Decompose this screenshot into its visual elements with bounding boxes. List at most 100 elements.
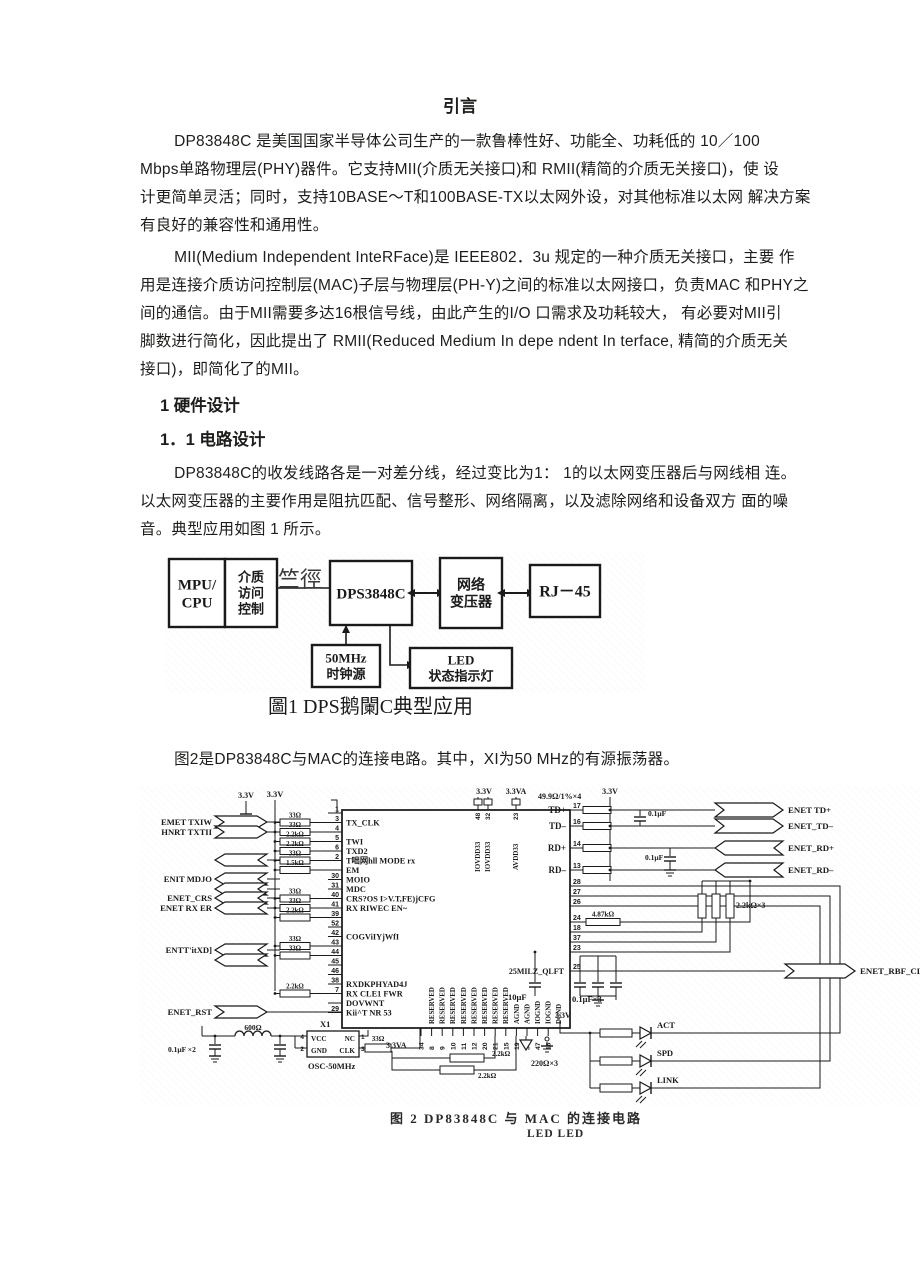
paragraph-1: DP83848C 是美国国家半导体公司生产的一款鲁棒性好、功能全、功耗低的 10…: [140, 128, 810, 240]
schematic-label: X1: [320, 1019, 330, 1029]
inductor-icon: [234, 1030, 272, 1037]
schematic-label: 0.1μF: [648, 809, 667, 818]
schematic-label: RESERVED: [461, 987, 468, 1024]
schematic-label: HNRT TXTII: [161, 827, 212, 837]
block-dps3848c: [328, 559, 414, 627]
schematic-label: EM: [346, 866, 360, 875]
junction-dot: [273, 840, 277, 843]
schematic-label: TX_CLK: [346, 818, 380, 827]
schematic-label: 3.3VA: [386, 1041, 407, 1050]
text-line: 音。典型应用如图 1 所示。: [140, 521, 331, 538]
wire: [635, 1068, 643, 1076]
resistor: [599, 1028, 633, 1038]
schematic-label: 变压器: [450, 593, 493, 610]
schematic-label: RESERVED: [429, 987, 436, 1024]
junction-dot: [748, 879, 752, 883]
schematic-label: SPD: [657, 1048, 673, 1058]
schematic-label: LED: [448, 653, 475, 668]
wire: [580, 995, 617, 1000]
schematic-label: TWI: [346, 837, 363, 846]
section-heading-1: 1 硬件设计: [160, 397, 240, 415]
schematic-label: 34: [419, 1042, 426, 1050]
schematic-label: IOGND: [546, 1001, 553, 1024]
schematic-label: IOVDD33: [474, 841, 482, 872]
schematic-label: 8: [429, 1046, 436, 1050]
schematic-label: ENET TD+: [788, 805, 831, 815]
resistor: [711, 893, 721, 919]
wire: [484, 1036, 496, 1059]
resistor: [279, 951, 311, 960]
schematic-label: RD–: [549, 865, 567, 875]
schematic-label: COGViIYjWfI: [346, 932, 399, 941]
schematic-label: 3.3V: [238, 791, 254, 800]
text-line: 以太网变压器的主要作用是阻抗匹配、信号整形、网络隔离，以及滤除网络和设备双方 面…: [140, 493, 789, 510]
junction-dot: [608, 868, 612, 872]
schematic-label: 32: [485, 812, 492, 820]
arrowhead: [407, 589, 415, 597]
wire: [389, 625, 410, 666]
schematic-label: RX RIWEC EN~: [346, 904, 408, 913]
schematic-label: 33Ω: [289, 889, 302, 896]
schematic-label: ENET_RD+: [788, 843, 834, 853]
signal-arrow: [783, 963, 857, 979]
schematic-label: 21: [493, 1042, 500, 1050]
junction-dot: [608, 808, 612, 812]
schematic-label: RD+: [548, 843, 566, 853]
schematic-label: 30: [331, 873, 339, 880]
schematic-label: TD–: [549, 821, 567, 831]
schematic-label: 31: [331, 883, 339, 890]
arrowhead: [342, 625, 350, 633]
junction-dot: [588, 1031, 592, 1035]
schematic-label: 47: [535, 1042, 542, 1050]
garbled-label: 竺徑: [278, 567, 322, 592]
resistor: [582, 866, 612, 874]
resistor: [582, 844, 612, 852]
schematic-label: 33Ω: [289, 822, 302, 829]
wire: [570, 918, 731, 953]
wire: [635, 1040, 643, 1048]
resistor: [725, 893, 735, 919]
schematic-label: CRS?OS I>V.T,FE)jCFG: [346, 894, 436, 903]
text-line: MII(Medium Independent InteRFace)是 IEEE8…: [174, 249, 795, 266]
wire: [570, 885, 841, 1034]
schematic-label: 0.1μF: [645, 853, 664, 862]
junction-dot: [278, 1034, 282, 1038]
schematic-label: 时钟源: [326, 667, 365, 682]
schematic-label: 26: [573, 899, 581, 906]
schematic-label: 4: [300, 1034, 304, 1041]
schematic-label: RXDKPHYAD4J: [346, 980, 407, 989]
schematic-label: 38: [331, 978, 339, 985]
schematic-label: 2.2kΩ: [492, 1050, 511, 1058]
schematic-label: 6: [335, 845, 339, 852]
schematic-label: 28: [573, 879, 581, 886]
schematic-label: VCC: [311, 1035, 327, 1043]
led-icon: [639, 1025, 653, 1041]
schematic-label: NC: [345, 1035, 355, 1043]
schematic-label: AVDD33: [512, 843, 520, 870]
schematic-label: 3.3V: [476, 787, 492, 796]
schematic-label: 3: [335, 816, 339, 823]
wire: [391, 1051, 450, 1059]
schematic-label: RESERVED: [450, 987, 457, 1024]
schematic-label: 42: [331, 930, 339, 937]
schematic-label: 2.2kΩ×3: [736, 901, 765, 910]
schematic-label: 33Ω: [372, 1035, 385, 1043]
schematic-label: 13: [573, 863, 581, 870]
resistor: [582, 822, 612, 830]
schematic-label: 控制: [238, 602, 264, 617]
schematic-label: 46: [331, 968, 339, 975]
wire: [635, 1095, 643, 1103]
text-line: 接口)，即简化了的MII。: [140, 361, 309, 378]
wire: [639, 1096, 647, 1104]
block-mpu-cpu: [167, 557, 227, 629]
resistor: [279, 913, 311, 922]
block-clock: [310, 643, 382, 689]
signal-arrow: [213, 901, 269, 915]
signal-arrow: [213, 825, 269, 839]
resistor: [511, 798, 521, 806]
schematic-label: RX CLE1 FWR: [346, 989, 404, 998]
schematic-label: 3.3V: [267, 789, 285, 799]
ground-node: [544, 1036, 550, 1042]
